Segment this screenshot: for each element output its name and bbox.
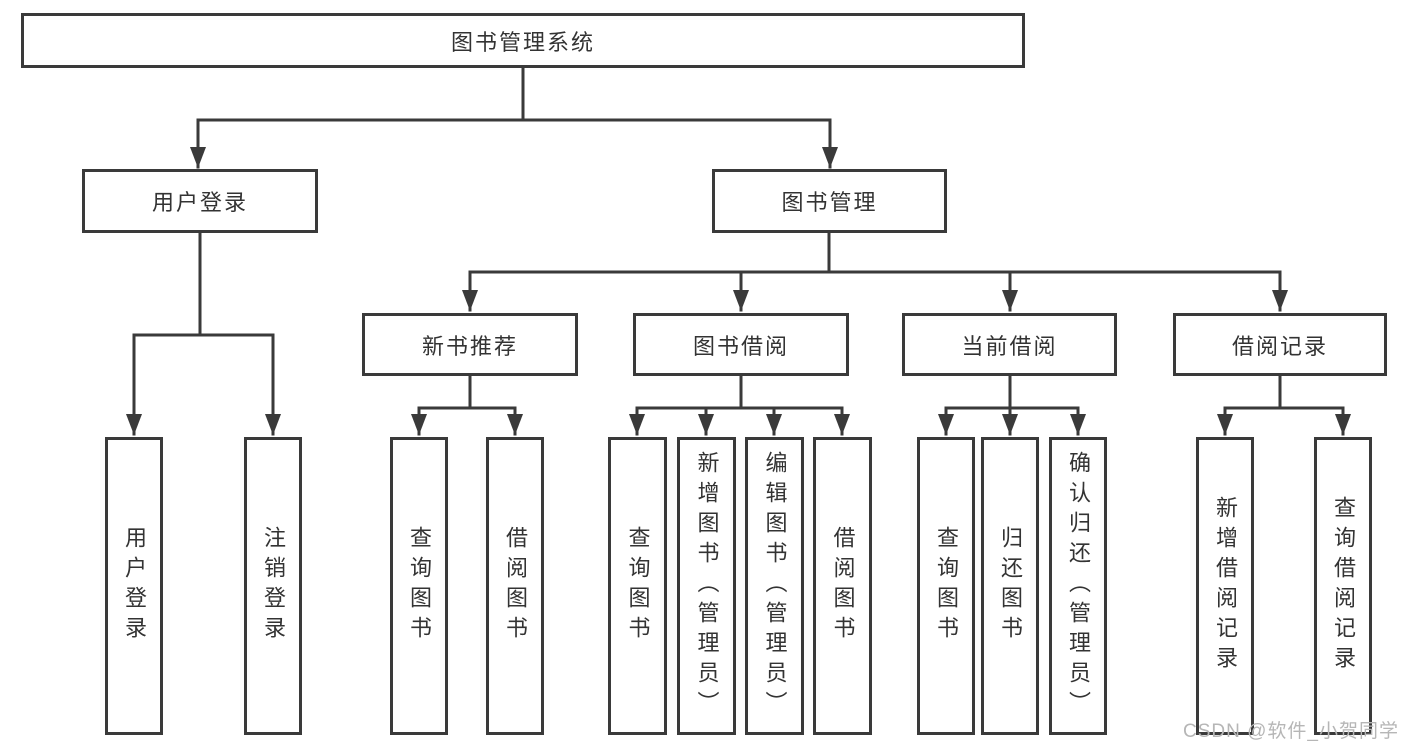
node-book-borrowing: 图书借阅 <box>633 313 849 376</box>
node-leaf-borrow-books: 借阅图书 <box>486 437 544 735</box>
node-leaf-logout: 注销登录 <box>244 437 302 735</box>
node-leaf-add-book-admin: 新增图书（管理员） <box>677 437 736 735</box>
node-leaf-query-books: 查询图书 <box>390 437 448 735</box>
watermark: CSDN @软件_小贺同学 <box>1183 721 1399 742</box>
node-root: 图书管理系统 <box>21 13 1025 68</box>
node-leaf-add-borrow-record: 新增借阅记录 <box>1196 437 1254 735</box>
node-borrowing-records: 借阅记录 <box>1173 313 1387 376</box>
node-leaf-query-books-2: 查询图书 <box>608 437 667 735</box>
node-current-borrowing: 当前借阅 <box>902 313 1117 376</box>
node-new-book-recommendation: 新书推荐 <box>362 313 578 376</box>
node-leaf-edit-book-admin: 编辑图书（管理员） <box>745 437 804 735</box>
node-leaf-return-books: 归还图书 <box>981 437 1039 735</box>
node-leaf-confirm-return-admin: 确认归还（管理员） <box>1049 437 1107 735</box>
node-book-management-branch: 图书管理 <box>712 169 947 233</box>
node-leaf-query-borrow-record: 查询借阅记录 <box>1314 437 1372 735</box>
node-user-login-branch: 用户登录 <box>82 169 318 233</box>
node-leaf-borrow-books-2: 借阅图书 <box>813 437 872 735</box>
node-leaf-query-books-3: 查询图书 <box>917 437 975 735</box>
node-leaf-user-login: 用户登录 <box>105 437 163 735</box>
